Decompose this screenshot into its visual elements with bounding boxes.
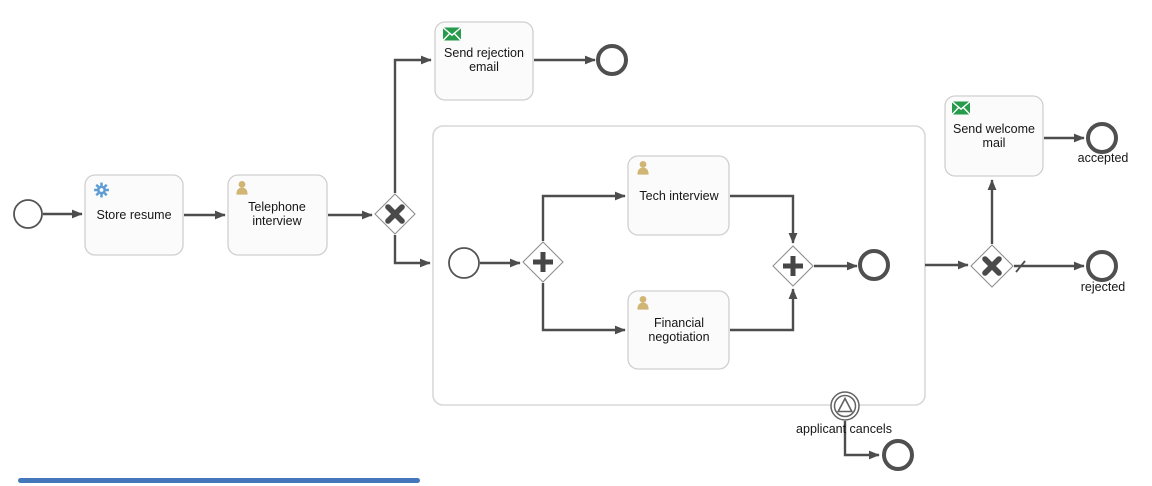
end-event-accepted[interactable] [1086,122,1118,154]
sequence-flow-financial-to-join[interactable] [730,288,798,332]
envelope-icon [442,26,462,41]
task-tech-interview[interactable]: Tech interview [627,155,730,236]
parallel-gateway-split[interactable] [522,241,564,283]
task-label: Store resume [96,208,171,222]
user-icon [637,296,649,310]
end-event-rejected[interactable] [1086,250,1118,282]
sequence-flow-gateway1-to-subprocess[interactable] [393,235,431,268]
task-label-line1: Telephone [248,200,306,214]
envelope-icon [951,100,971,115]
boundary-event-label: applicant cancels [796,422,892,436]
plus-marker-icon [533,252,553,272]
subprocess-start-event[interactable] [448,247,480,279]
subprocess-end-event[interactable] [858,249,890,281]
sequence-flow-boundary-to-end[interactable] [843,421,880,460]
exclusive-gateway-2[interactable] [970,244,1014,288]
user-icon [637,161,649,175]
escalation-triangle-icon [836,396,854,413]
x-marker-icon [385,204,405,224]
task-telephone-interview[interactable]: Telephone interview [227,174,328,256]
horizontal-scrollbar-thumb[interactable] [18,478,420,483]
sequence-flow-split-to-tech[interactable] [541,191,626,241]
default-flow-marker [1015,260,1026,273]
x-marker-icon [982,256,1002,276]
rejected-label: rejected [1081,280,1126,294]
end-event-cancel[interactable] [882,439,914,471]
start-event[interactable] [13,199,43,229]
task-label-line1: Send rejection [444,46,524,60]
parallel-gateway-join[interactable] [772,245,814,287]
boundary-escalation-event[interactable] [830,391,860,421]
task-store-resume[interactable]: Store resume [84,174,184,256]
task-label-line2: email [469,60,499,74]
task-label: Tech interview [639,189,719,203]
task-label-line2: interview [252,214,302,228]
task-label-line1: Financial [654,316,704,330]
task-label-line1: Send welcome [953,122,1035,136]
task-send-rejection-email[interactable]: Send rejection email [434,21,534,101]
plus-marker-icon [783,256,803,276]
task-send-welcome-mail[interactable]: Send welcome mail [944,95,1044,177]
task-financial-negotiation[interactable]: Financial negotiation [627,290,730,370]
user-icon [236,181,248,195]
sequence-flow-tech-to-join[interactable] [730,194,798,244]
task-label-line2: negotiation [648,330,709,344]
task-label-line2: mail [983,136,1006,150]
gear-icon [94,182,109,198]
end-event-rejection[interactable] [596,44,628,76]
exclusive-gateway-1[interactable] [374,193,416,235]
sequence-flow-split-to-financial[interactable] [541,283,626,335]
sequence-flow-gateway1-to-rejection[interactable] [393,55,432,193]
accepted-label: accepted [1078,151,1129,165]
